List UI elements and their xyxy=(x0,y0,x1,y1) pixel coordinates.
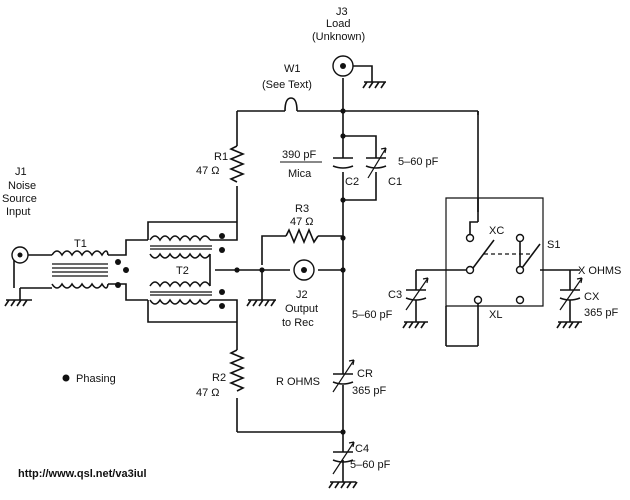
t2-transformer xyxy=(149,222,238,322)
r3-label: R3 xyxy=(295,203,309,215)
xc-label: XC xyxy=(489,225,504,237)
c1-variable-capacitor xyxy=(365,147,387,179)
j3-load-connector xyxy=(332,55,386,89)
t2-label: T2 xyxy=(176,265,189,277)
j2-desc-1: Output xyxy=(285,303,318,315)
cr-variable-capacitor xyxy=(332,359,355,393)
j3-desc-2: (Unknown) xyxy=(312,31,365,43)
cr-value: 365 pF xyxy=(352,385,387,397)
r1-resistor xyxy=(228,145,246,183)
wiring xyxy=(13,78,580,452)
w1-label: W1 xyxy=(284,63,301,75)
w1-wire-loop xyxy=(284,97,298,112)
r1-value: 47 Ω xyxy=(196,165,220,177)
phasing-dot-icon xyxy=(62,374,70,382)
c2-label: C2 xyxy=(345,176,359,188)
r3-resistor xyxy=(285,227,319,245)
cr-label: CR xyxy=(357,368,373,380)
r-ohms-label: R OHMS xyxy=(276,376,320,388)
c1-value: 5–60 pF xyxy=(398,156,439,168)
j1-desc-3: Input xyxy=(6,206,30,218)
s1-label: S1 xyxy=(547,239,560,251)
j1-desc-1: Noise xyxy=(8,180,36,192)
c3-variable-capacitor xyxy=(402,270,429,329)
c1-label: C1 xyxy=(388,176,402,188)
phasing-legend: Phasing xyxy=(76,373,116,385)
c4-variable-capacitor xyxy=(328,441,358,489)
j2-output-connector xyxy=(246,259,315,307)
junction-dots xyxy=(234,108,346,435)
j3-label: J3 xyxy=(336,6,348,18)
s1-switch xyxy=(465,221,541,305)
r2-label: R2 xyxy=(212,372,226,384)
j3-desc-1: Load xyxy=(326,18,350,30)
j1-label: J1 xyxy=(15,166,27,178)
c2-type: Mica xyxy=(288,168,312,180)
r1-label: R1 xyxy=(214,151,228,163)
j1-input-connector xyxy=(4,246,32,307)
c3-label: C3 xyxy=(388,289,402,301)
c3-value: 5–60 pF xyxy=(352,309,393,321)
x-ohms-label: X OHMS xyxy=(578,265,621,277)
t1-label: T1 xyxy=(74,238,87,250)
xl-label: XL xyxy=(489,309,502,321)
cx-label: CX xyxy=(584,291,600,303)
cx-value: 365 pF xyxy=(584,307,619,319)
t1-transformer xyxy=(51,250,129,289)
r2-value: 47 Ω xyxy=(196,387,220,399)
j2-label: J2 xyxy=(296,289,308,301)
c4-value: 5–60 pF xyxy=(350,459,391,471)
r3-value: 47 Ω xyxy=(290,216,314,228)
w1-desc: (See Text) xyxy=(262,79,312,91)
j1-desc-2: Source xyxy=(2,193,37,205)
r2-resistor xyxy=(228,349,246,392)
cx-variable-capacitor xyxy=(556,270,583,329)
j2-desc-2: to Rec xyxy=(282,317,314,329)
c4-label: C4 xyxy=(355,443,369,455)
c2-capacitor xyxy=(332,157,354,169)
c2-value: 390 pF xyxy=(282,149,317,161)
source-url: http://www.qsl.net/va3iul xyxy=(18,468,147,480)
